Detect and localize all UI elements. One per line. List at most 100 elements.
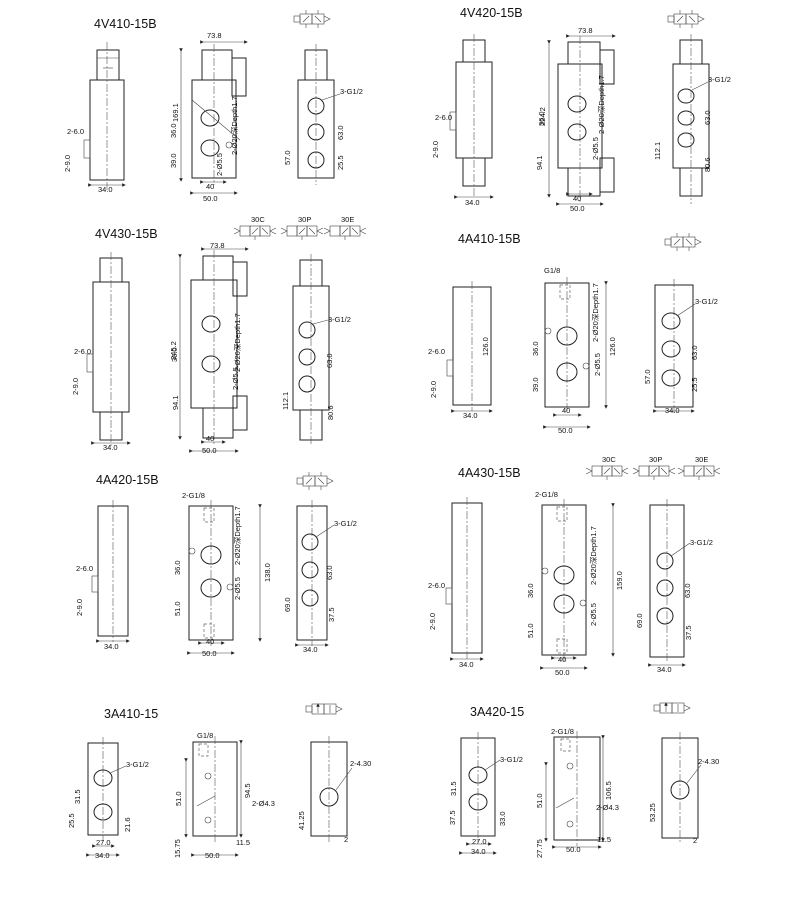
port-note: G1/8 [544, 266, 560, 275]
dim-width: 34.0 [665, 406, 680, 415]
dim-width: 40 [206, 637, 214, 646]
hole-note: 2-Ø20深Depth1.7 [230, 96, 239, 155]
dim-side: 2-9.0 [431, 141, 440, 158]
valve-symbol-5port [664, 232, 702, 252]
port-note: 2-4.30 [698, 757, 719, 766]
port-note: 3-G1/2 [708, 75, 731, 84]
symbol-label-30c: 30C [251, 215, 265, 224]
dim-width: 50.0 [555, 668, 570, 677]
dim-side: 2-9.0 [75, 599, 84, 616]
dim-height: 69.0 [635, 613, 644, 628]
dim-width: 34.0 [459, 660, 474, 669]
dim-height: 21.6 [123, 817, 132, 832]
dim-width: 27.0 [96, 838, 111, 847]
port-note: 3-G1/2 [126, 760, 149, 769]
dim-side: 2-6.0 [428, 347, 445, 356]
dim-side: 2-9.0 [428, 613, 437, 630]
title-3a410: 3A410-15 [104, 707, 158, 721]
hole-note: 2-Ø20深Depth1.7 [591, 283, 600, 342]
port-note: 3-G1/2 [328, 315, 351, 324]
dim-height: 224.2 [538, 107, 547, 126]
hole-note: 2-Ø4.3 [252, 799, 275, 808]
dim-height: 51.0 [174, 791, 183, 806]
port-note: 3-G1/2 [695, 297, 718, 306]
symbol-label-30p: 30P [298, 215, 311, 224]
dim-height: 36.0 [526, 583, 535, 598]
dim-side: 2-9.0 [71, 378, 80, 395]
dim-height: 106.5 [604, 781, 613, 800]
hole-note: 2-Ø5.5 [593, 353, 602, 376]
dim-height: 63.0 [703, 110, 712, 125]
dim-width: 40 [206, 182, 214, 191]
symbol-label-30e: 30E [695, 455, 708, 464]
dim-height: 36.0 [537, 111, 546, 126]
drawing-4v410: 34.0 2-6.0 2-9.0 73.8 169.1 36.0 39.0 2-… [63, 31, 363, 203]
dim-width: 50.0 [202, 649, 217, 658]
dim-height: 33.0 [498, 811, 507, 826]
dim-width: 34.0 [465, 198, 480, 207]
drawing-4a410: 2-6.0 2-9.0 126.0 34.0 G1/8 126.0 36.0 3… [428, 266, 718, 435]
dim-height: 31.5 [449, 781, 458, 796]
dim-height: 37.5 [327, 607, 336, 622]
dim-height: 63.0 [690, 345, 699, 360]
drawing-4a420: 2-6.0 2-9.0 34.0 2-G1/8 138.0 36.0 51.0 … [75, 491, 357, 658]
dim-side: 2-6.0 [428, 581, 445, 590]
dim-height: 37.5 [684, 625, 693, 640]
dim-height: 159.0 [615, 571, 624, 590]
drawing-3a420: 3-G1/2 31.5 37.5 33.0 27.0 34.0 2-G1/8 5… [448, 727, 719, 858]
dim-width: 11.5 [236, 838, 250, 847]
dim-side: 2-6.0 [67, 127, 84, 136]
dim-width: 73.8 [578, 26, 593, 35]
title-4v410: 4V410-15B [94, 17, 157, 31]
dim-side: 2-9.0 [429, 381, 438, 398]
dim-width: 34.0 [95, 851, 110, 860]
symbol-label-30e: 30E [341, 215, 354, 224]
dim-width: 50.0 [558, 426, 573, 435]
port-note: 3-G1/2 [334, 519, 357, 528]
title-3a420: 3A420-15 [470, 705, 524, 719]
port-note: 2-G1/8 [182, 491, 205, 500]
dim-width: 34.0 [104, 642, 119, 651]
dim-height: 126.0 [608, 337, 617, 356]
dim-height: 51.0 [173, 601, 182, 616]
dim-height: 112.1 [281, 392, 290, 410]
dim-width: 73.8 [207, 31, 222, 40]
dim-width: 40 [562, 406, 570, 415]
dim-height: 51.0 [535, 793, 544, 808]
port-note: 2-4.30 [350, 759, 371, 768]
dim-width: 40 [206, 434, 214, 443]
hole-note: 2-Ø20深Depth1.7 [233, 506, 242, 565]
dim-height: 80.6 [326, 405, 335, 420]
dim-height: 25.5 [67, 813, 76, 828]
dim-width: 34.0 [303, 645, 318, 654]
dim-width: 34.0 [103, 443, 118, 452]
dim-height: 94.1 [171, 395, 180, 410]
dim-width: 2 [693, 836, 697, 845]
title-4v430: 4V430-15B [95, 227, 158, 241]
hole-note: 2-Ø5.5 [215, 153, 224, 176]
dim-side: 2-6.0 [76, 564, 93, 573]
dim-height: 36.0 [169, 123, 178, 138]
symbol-label-30p: 30P [649, 455, 662, 464]
hole-note: 2-Ø5.5 [591, 137, 600, 160]
valve-symbol-5port [296, 471, 334, 491]
dim-height: 169.1 [171, 103, 180, 122]
dim-width: 34.0 [657, 665, 672, 674]
port-note: 3-G1/2 [690, 538, 713, 547]
port-note: 3-G1/2 [340, 87, 363, 96]
dim-height: 126.0 [481, 337, 490, 356]
dim-height: 63.0 [325, 353, 334, 368]
port-note: 2-G1/8 [535, 490, 558, 499]
symbol-group-4v430: 30C 30P 30E [233, 215, 367, 241]
dim-side: 2-6.0 [74, 347, 91, 356]
valve-symbol-5port [667, 9, 705, 29]
dim-height: 15.75 [173, 839, 182, 858]
valve-symbol-3port [306, 704, 342, 714]
dim-height: 25.5 [690, 377, 699, 392]
dim-height: 36.0 [531, 341, 540, 356]
dim-height: 63.0 [336, 125, 345, 140]
hole-note: 2-Ø5.5 [231, 367, 240, 390]
dim-height: 36.0 [173, 560, 182, 575]
dim-height: 57.0 [643, 369, 652, 384]
